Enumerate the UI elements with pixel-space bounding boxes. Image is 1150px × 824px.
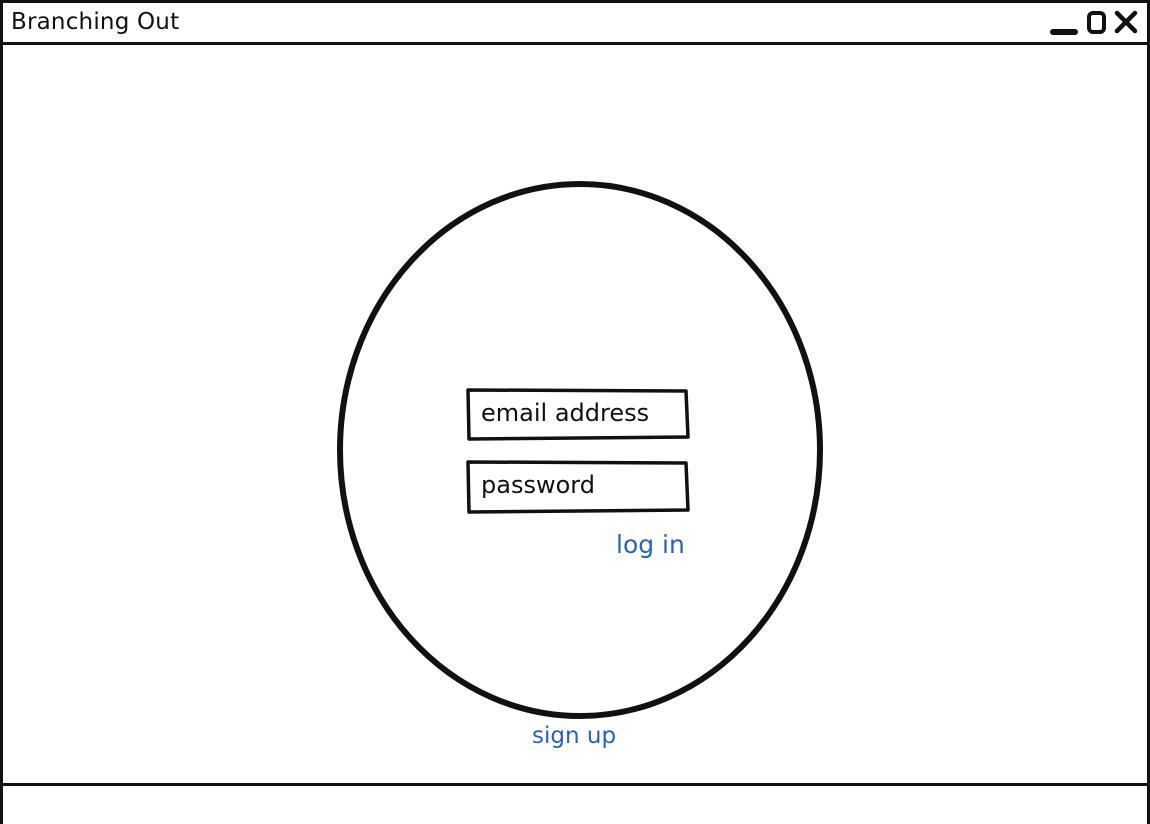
content-area: email address password log in sign up bbox=[3, 45, 1147, 785]
password-field-border bbox=[466, 460, 690, 514]
footer-bar bbox=[3, 783, 1147, 824]
maximize-icon[interactable] bbox=[1085, 7, 1111, 39]
login-link[interactable]: log in bbox=[616, 530, 685, 559]
login-ellipse bbox=[337, 181, 823, 719]
email-field-border bbox=[466, 388, 690, 441]
email-placeholder: email address bbox=[481, 399, 650, 427]
title-bar: Branching Out bbox=[3, 3, 1147, 45]
email-field[interactable]: email address bbox=[465, 387, 691, 443]
window-title: Branching Out bbox=[11, 9, 180, 35]
window-controls bbox=[1049, 7, 1141, 39]
close-icon[interactable] bbox=[1113, 7, 1139, 39]
signup-link[interactable]: sign up bbox=[532, 723, 617, 749]
password-field[interactable]: password bbox=[465, 459, 691, 515]
minimize-icon[interactable] bbox=[1049, 7, 1085, 39]
password-placeholder: password bbox=[481, 471, 595, 499]
